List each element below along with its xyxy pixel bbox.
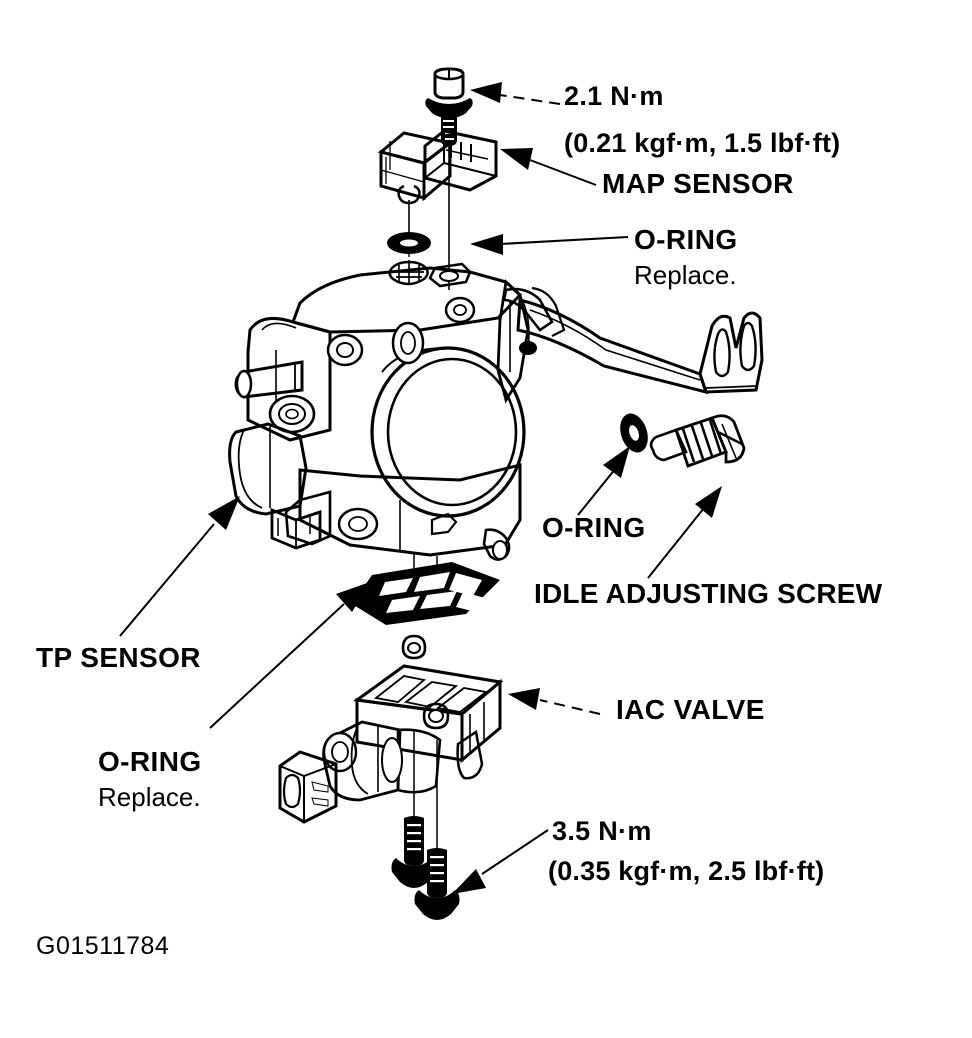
leader-iac-valve xyxy=(508,688,601,715)
leader-map-oring xyxy=(470,234,629,255)
leader-iac-gasket xyxy=(209,582,370,729)
idle-adjusting-screw-label: IDLE ADJUSTING SCREW xyxy=(534,578,883,609)
throttle-lever-bracket xyxy=(502,286,764,395)
iac-valve-gasket xyxy=(352,562,500,625)
idle-screw-o-ring xyxy=(620,413,648,453)
iac-valve-bolts xyxy=(391,816,460,920)
leader-map-screw-torque xyxy=(470,82,561,105)
iac-gasket-note: Replace. xyxy=(98,782,201,812)
iac-valve-label: IAC VALVE xyxy=(616,694,765,725)
leader-idle-screw xyxy=(647,486,722,579)
iac-bolt-torque-line2: (0.35 kgf·m, 2.5 lbf·ft) xyxy=(548,856,825,886)
map-sensor-o-ring xyxy=(387,232,431,268)
tp-sensor-label: TP SENSOR xyxy=(36,642,201,673)
figure-id-label: G01511784 xyxy=(36,932,170,960)
idle-adjusting-screw xyxy=(649,414,746,468)
map-screw-torque-line2: (0.21 kgf·m, 1.5 lbf·ft) xyxy=(564,128,841,158)
map-oring-note: Replace. xyxy=(634,260,737,290)
throttle-body xyxy=(234,260,530,561)
iac-gasket-label: O-RING xyxy=(98,746,202,777)
map-oring-label: O-RING xyxy=(634,224,738,255)
map-sensor-label: MAP SENSOR xyxy=(602,168,794,199)
leader-iac-bolt-torque xyxy=(452,829,549,894)
map-sensor-screw xyxy=(425,67,473,146)
leader-idle-oring xyxy=(577,446,630,516)
map-screw-torque-line1: 2.1 N·m xyxy=(564,81,664,111)
idle-oring-label: O-RING xyxy=(542,512,646,543)
map-sensor-body xyxy=(377,129,498,238)
leader-map-sensor xyxy=(500,148,597,186)
iac-bolt-torque-line1: 3.5 N·m xyxy=(552,816,652,846)
iac-valve-body xyxy=(278,634,504,824)
tp-sensor-body xyxy=(228,422,322,550)
leader-tp-sensor xyxy=(119,496,240,637)
